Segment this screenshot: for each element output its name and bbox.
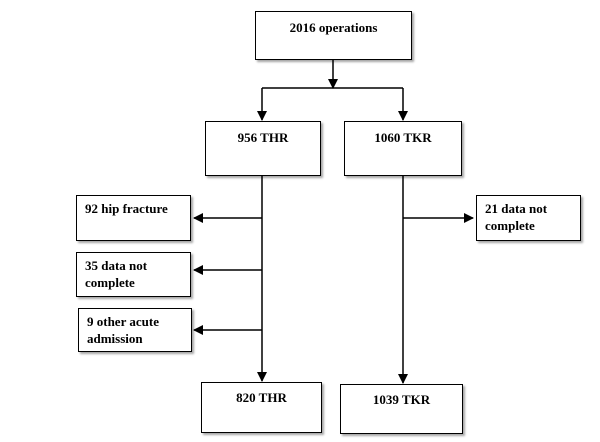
left-result-box: 820 THR bbox=[201, 382, 322, 433]
top-box-label: 2016 operations bbox=[289, 20, 378, 35]
left-branch-box: 956 THR bbox=[205, 121, 321, 176]
left-branch-label: 956 THR bbox=[237, 130, 289, 145]
left-exclusion-box-3: 9 other acute admission bbox=[78, 308, 192, 352]
top-box: 2016 operations bbox=[255, 11, 412, 60]
left-exclusion-box-2: 35 data not complete bbox=[76, 252, 191, 297]
right-result-box: 1039 TKR bbox=[340, 384, 463, 434]
right-branch-label: 1060 TKR bbox=[374, 130, 432, 145]
left-result-label: 820 THR bbox=[236, 390, 287, 405]
left-exclusion-label-2: 35 data not complete bbox=[85, 258, 148, 290]
right-result-label: 1039 TKR bbox=[372, 392, 431, 407]
right-exclusion-label-1: 21 data not complete bbox=[485, 201, 548, 233]
right-branch-box: 1060 TKR bbox=[344, 121, 462, 176]
left-exclusion-box-1: 92 hip fracture bbox=[76, 195, 191, 241]
right-exclusion-box-1: 21 data not complete bbox=[476, 195, 581, 241]
left-exclusion-label-1: 92 hip fracture bbox=[85, 201, 168, 216]
left-exclusion-label-3: 9 other acute admission bbox=[87, 314, 159, 346]
